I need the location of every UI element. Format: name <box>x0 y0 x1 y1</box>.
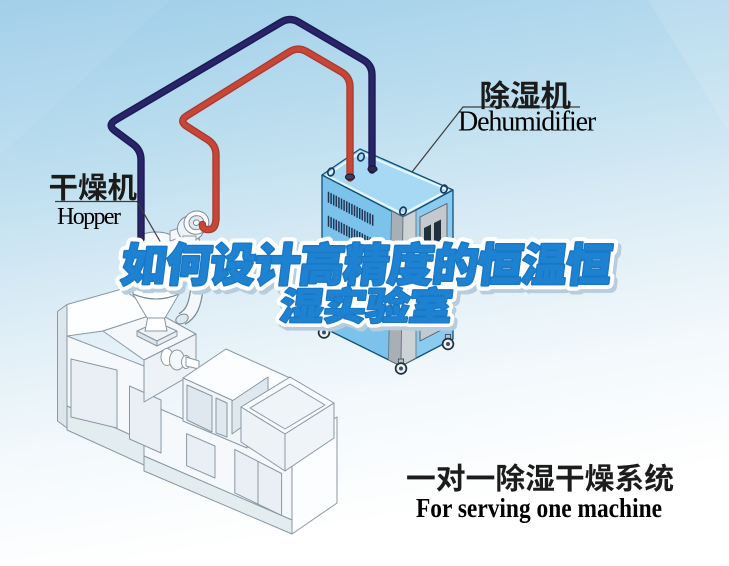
svg-text:Dehumidifier: Dehumidifier <box>458 107 597 138</box>
svg-text:For serving one machine: For serving one machine <box>416 492 662 523</box>
svg-text:Hopper: Hopper <box>57 204 121 230</box>
